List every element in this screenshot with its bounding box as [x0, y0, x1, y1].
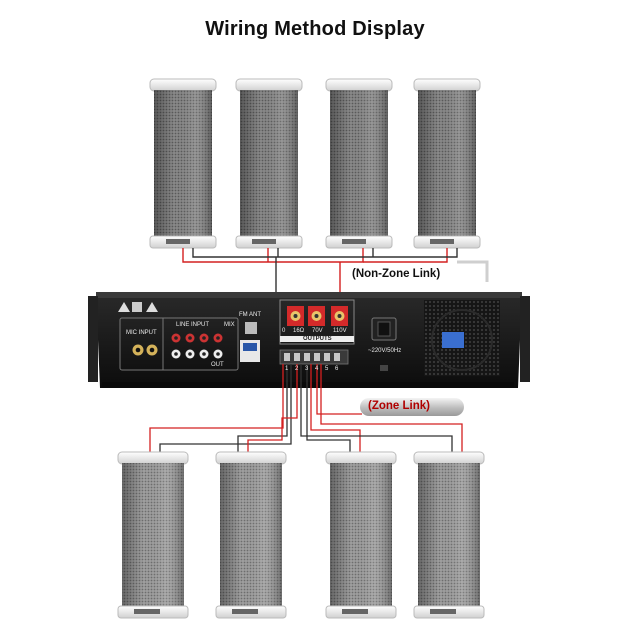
mix-label: MIX	[224, 322, 235, 328]
bottom-speaker-3	[325, 451, 397, 619]
outputs-label: OUTPUTS	[303, 336, 332, 342]
bottom-speaker-4	[413, 451, 485, 619]
zone-terminal-1: 1	[285, 366, 289, 372]
top-speaker-1	[149, 78, 217, 249]
zone-link-label: (Zone Link)	[368, 400, 430, 412]
bottom-speaker-2	[215, 451, 287, 619]
mic-input-label: MIC INPUT	[126, 330, 157, 336]
zone-terminal-6: 6	[335, 366, 339, 372]
non-zone-link-label: (Non-Zone Link)	[352, 268, 441, 280]
power-label: ~220V/50Hz	[368, 348, 402, 354]
fm-ant-label: FM ANT	[239, 312, 261, 318]
out-label: OUT	[211, 362, 224, 368]
zone-terminal-2: 2	[295, 366, 299, 372]
zone-terminal-5: 5	[325, 366, 329, 372]
page-title: Wiring Method Display	[205, 18, 425, 40]
top-speaker-4	[413, 78, 481, 249]
bottom-speaker-1	[117, 451, 189, 619]
zone-link-pill	[360, 398, 464, 416]
zone-terminal-4: 4	[315, 366, 319, 372]
zone-terminal-3: 3	[305, 366, 309, 372]
output-terminal-0: 0	[282, 328, 286, 334]
top-speaker-3	[325, 78, 393, 249]
line-input-label: LINE INPUT	[176, 322, 210, 328]
output-terminal-70v: 70V	[312, 328, 323, 334]
top-speaker-2	[235, 78, 303, 249]
zone-wiring	[149, 364, 463, 452]
output-terminal-16ohm: 16Ω	[293, 328, 305, 334]
output-terminal-110v: 110V	[333, 328, 347, 334]
amplifier	[88, 292, 530, 388]
